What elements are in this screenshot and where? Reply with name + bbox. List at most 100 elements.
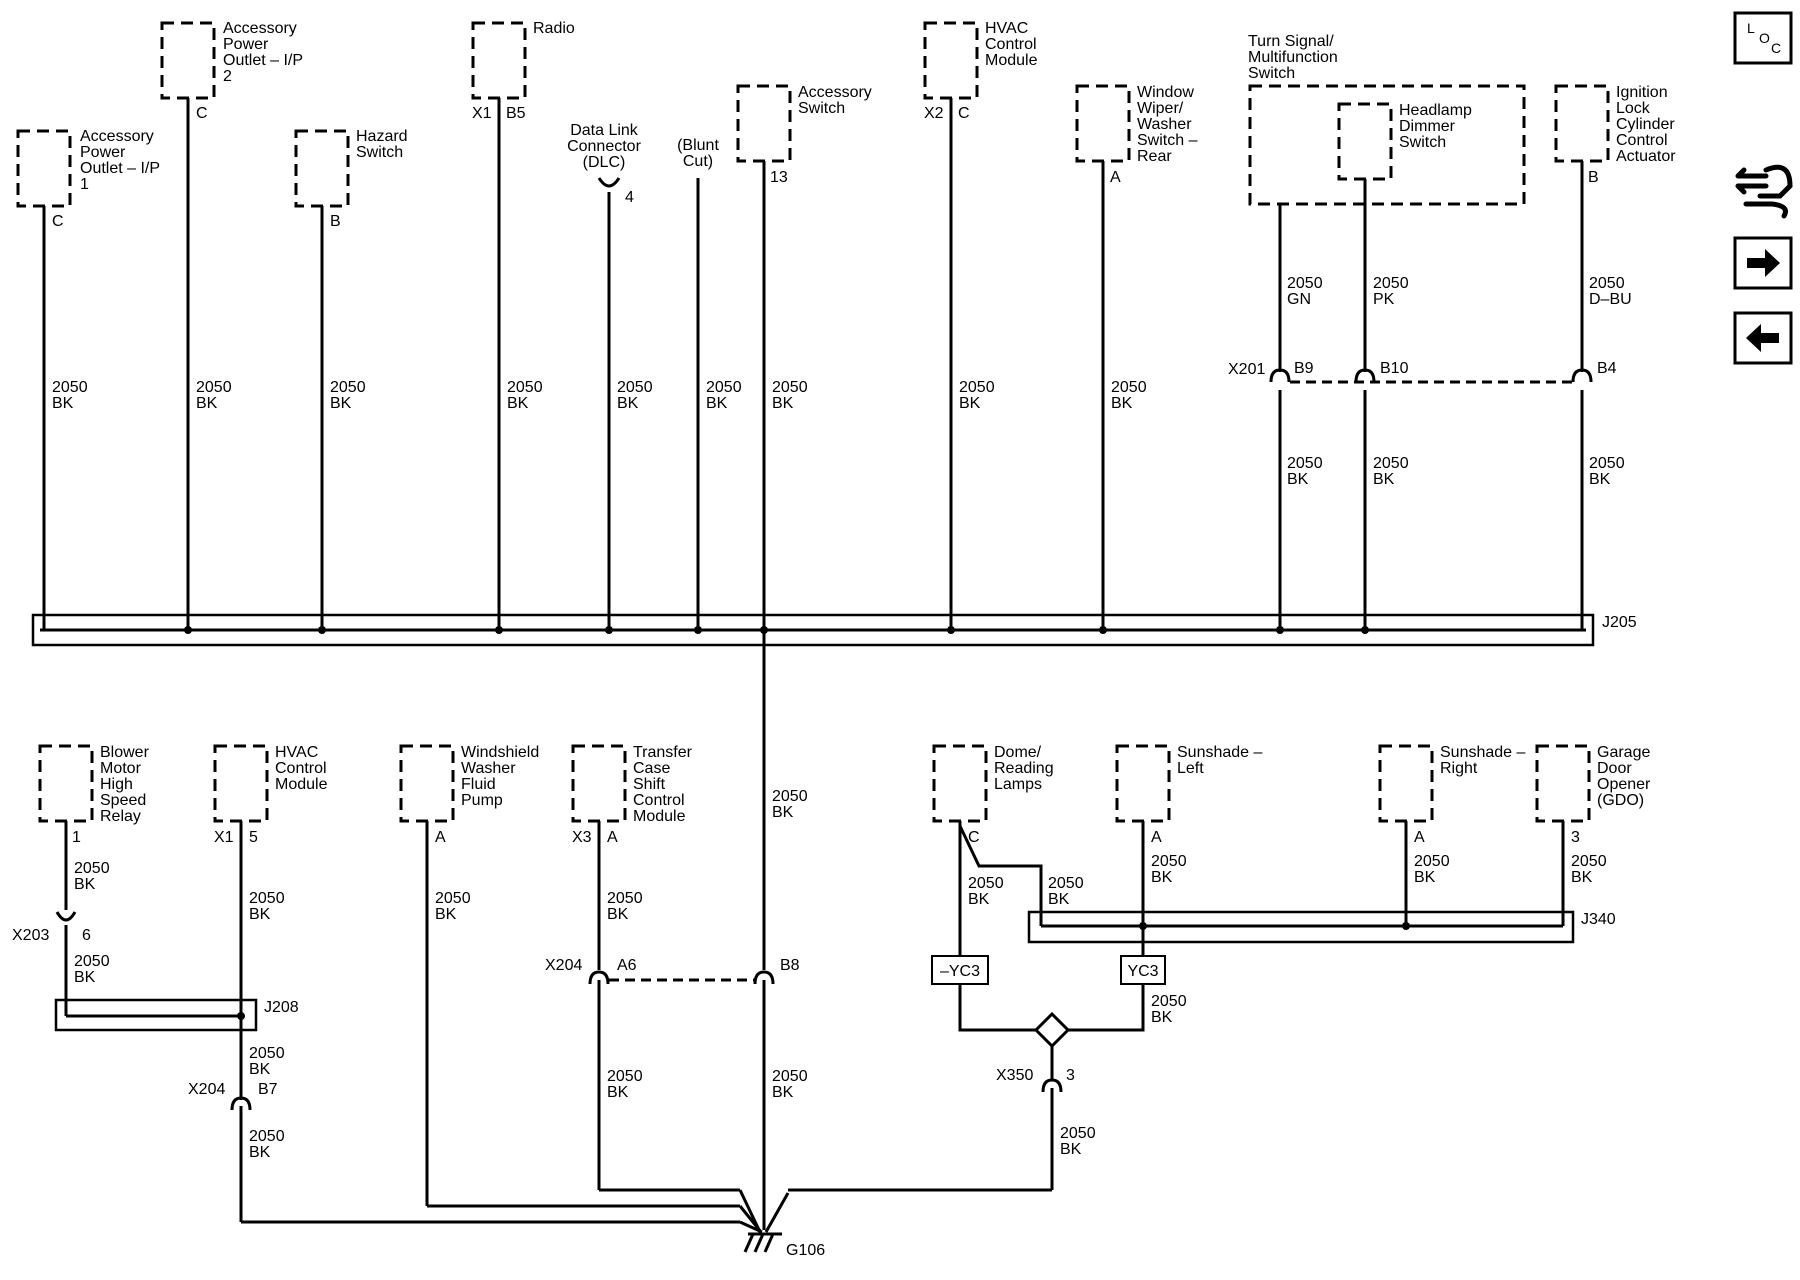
j205-dot xyxy=(1361,626,1369,634)
loc-letter-l: L xyxy=(1747,20,1755,36)
splice-j340-outer xyxy=(1027,910,1575,944)
label-j205: J205 xyxy=(1602,614,1637,631)
pin-hvac-top-conn: X2 xyxy=(924,105,944,122)
x204-b8-symbol xyxy=(753,970,775,985)
loc-button[interactable]: L O C xyxy=(1733,11,1793,65)
pin-radio-conn: X1 xyxy=(472,105,492,122)
j205-dot xyxy=(605,626,613,634)
splice-j205-outer xyxy=(31,613,1595,647)
splice-j208-outer xyxy=(54,998,258,1032)
label-x201: X201 xyxy=(1228,361,1265,378)
label-j208: J208 xyxy=(264,999,299,1016)
component-box-gdo xyxy=(1535,744,1591,823)
next-page-button[interactable] xyxy=(1733,236,1793,290)
pin-hazard: B xyxy=(330,213,341,230)
connector-icon[interactable] xyxy=(1735,164,1793,219)
pin-dlc: 4 xyxy=(625,189,634,206)
ground-hatch xyxy=(753,1233,765,1253)
label-b9: B9 xyxy=(1294,360,1314,377)
label-b7: B7 xyxy=(258,1081,278,1098)
pin-ss-left: A xyxy=(1151,829,1162,846)
component-box-rear-wiper xyxy=(1075,84,1131,163)
component-box-dome-lamps xyxy=(932,744,988,823)
j340-dot xyxy=(1402,922,1410,930)
component-box-hvac-top xyxy=(923,21,979,100)
label-j340: J340 xyxy=(1581,911,1616,928)
j205-dot xyxy=(1276,626,1284,634)
wire-dome-jog xyxy=(958,825,1043,926)
wire-option-merge xyxy=(958,984,1145,1032)
arrow-left-icon[interactable] xyxy=(1746,324,1779,352)
label-x204-left: X204 xyxy=(188,1081,225,1098)
x201-b4-symbol xyxy=(1571,368,1593,383)
pin-acc1: C xyxy=(52,213,64,230)
x350-symbol xyxy=(1041,1078,1063,1093)
label-x203-pin: 6 xyxy=(82,927,91,944)
pin-pump: A xyxy=(435,829,446,846)
label-g106: G106 xyxy=(786,1242,825,1259)
pin-hvac-bot: 5 xyxy=(249,829,258,846)
x204-a6-symbol xyxy=(588,970,610,985)
pin-tc-conn: X3 xyxy=(572,829,592,846)
loc-letter-c: C xyxy=(1771,40,1781,56)
connector-view-button[interactable] xyxy=(1735,164,1793,219)
label-x350-pin: 3 xyxy=(1066,1067,1075,1084)
j205-dot xyxy=(318,626,326,634)
component-box-radio xyxy=(471,21,527,100)
loc-icon[interactable] xyxy=(1733,11,1793,65)
label-x203: X203 xyxy=(12,927,49,944)
prev-page-button[interactable] xyxy=(1733,311,1793,365)
x201-b10-symbol xyxy=(1354,368,1376,383)
component-box-hvac-bottom xyxy=(213,744,269,823)
arrow-right-icon[interactable] xyxy=(1747,249,1780,277)
label-b10: B10 xyxy=(1380,360,1409,377)
pin-accsw: 13 xyxy=(770,169,788,186)
component-box-headlamp-dimmer xyxy=(1337,102,1393,181)
label-sunshade-left: Sunshade –Left xyxy=(1177,744,1263,777)
pin-hvac-bot-conn: X1 xyxy=(214,829,234,846)
component-box-acc-outlet-2 xyxy=(160,21,216,100)
pin-ss-right: A xyxy=(1414,829,1425,846)
j205-dot xyxy=(184,626,192,634)
label-radio: Radio xyxy=(533,20,575,37)
ground-hatch xyxy=(743,1233,755,1253)
j205-splice-dots xyxy=(184,626,1369,634)
loc-letter-o: O xyxy=(1759,30,1770,46)
label-sunshade-right: Sunshade –Right xyxy=(1440,744,1526,777)
label-x204-mid: X204 xyxy=(545,957,582,974)
label-a6: A6 xyxy=(617,957,637,974)
x203-symbol xyxy=(55,911,77,922)
dlc-receptacle-symbol xyxy=(597,177,621,188)
j340-dot xyxy=(1139,922,1147,930)
